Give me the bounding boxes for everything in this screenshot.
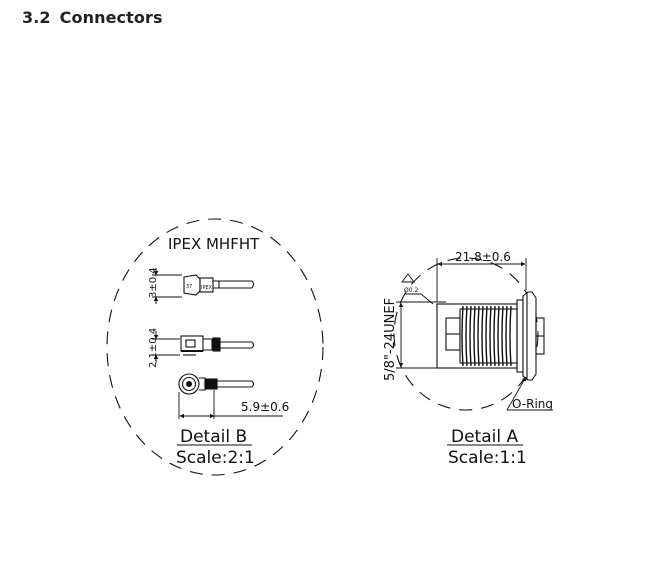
connector-top-view <box>178 373 255 395</box>
o-ring-label: O-Ring <box>512 397 553 411</box>
o-ring-leader <box>506 376 553 411</box>
length-dimension <box>178 390 283 419</box>
connector-front-view <box>180 335 255 356</box>
section-number: 3.2 <box>22 8 51 27</box>
section-title: Connectors <box>59 8 163 27</box>
connector-side-view <box>183 274 255 296</box>
thread-dimension <box>396 301 446 369</box>
detail-a-boundary <box>393 257 539 411</box>
detail-b-caption: Detail B <box>180 427 247 447</box>
detail-a-scale: Scale:1:1 <box>448 448 527 468</box>
overall-length-label: 21.8±0.6 <box>455 250 511 264</box>
flatness-value: Ø0.2 <box>404 287 418 294</box>
connector-mark-1: 37 <box>186 284 192 290</box>
bulkhead-connector <box>436 291 545 381</box>
detail-b-scale: Scale:2:1 <box>176 448 255 468</box>
detail-a: 21.8±0.6 Ø0.2 5/8"-24UNEF <box>383 250 553 468</box>
part-label: IPEX MHFHT <box>168 235 260 253</box>
detail-b: IPEX MHFHT 37 IPEX 3±0.4 <box>106 218 324 476</box>
height-dimension-2 <box>152 331 180 363</box>
connector-mark-2: IPEX <box>201 285 213 291</box>
detail-b-boundary <box>106 218 324 476</box>
thread-label: 5/8"-24UNEF <box>383 298 398 381</box>
length-dimension-label: 5.9±0.6 <box>241 400 289 414</box>
overall-length-dimension <box>436 258 527 302</box>
section-heading: 3.2 Connectors <box>22 8 163 27</box>
detail-a-caption: Detail A <box>451 427 518 447</box>
height-dimension-2-label: 2.1±0.4 <box>148 328 159 368</box>
height-dimension-1-label: 3±0.4 <box>148 267 159 298</box>
height-dimension-1 <box>152 268 182 304</box>
